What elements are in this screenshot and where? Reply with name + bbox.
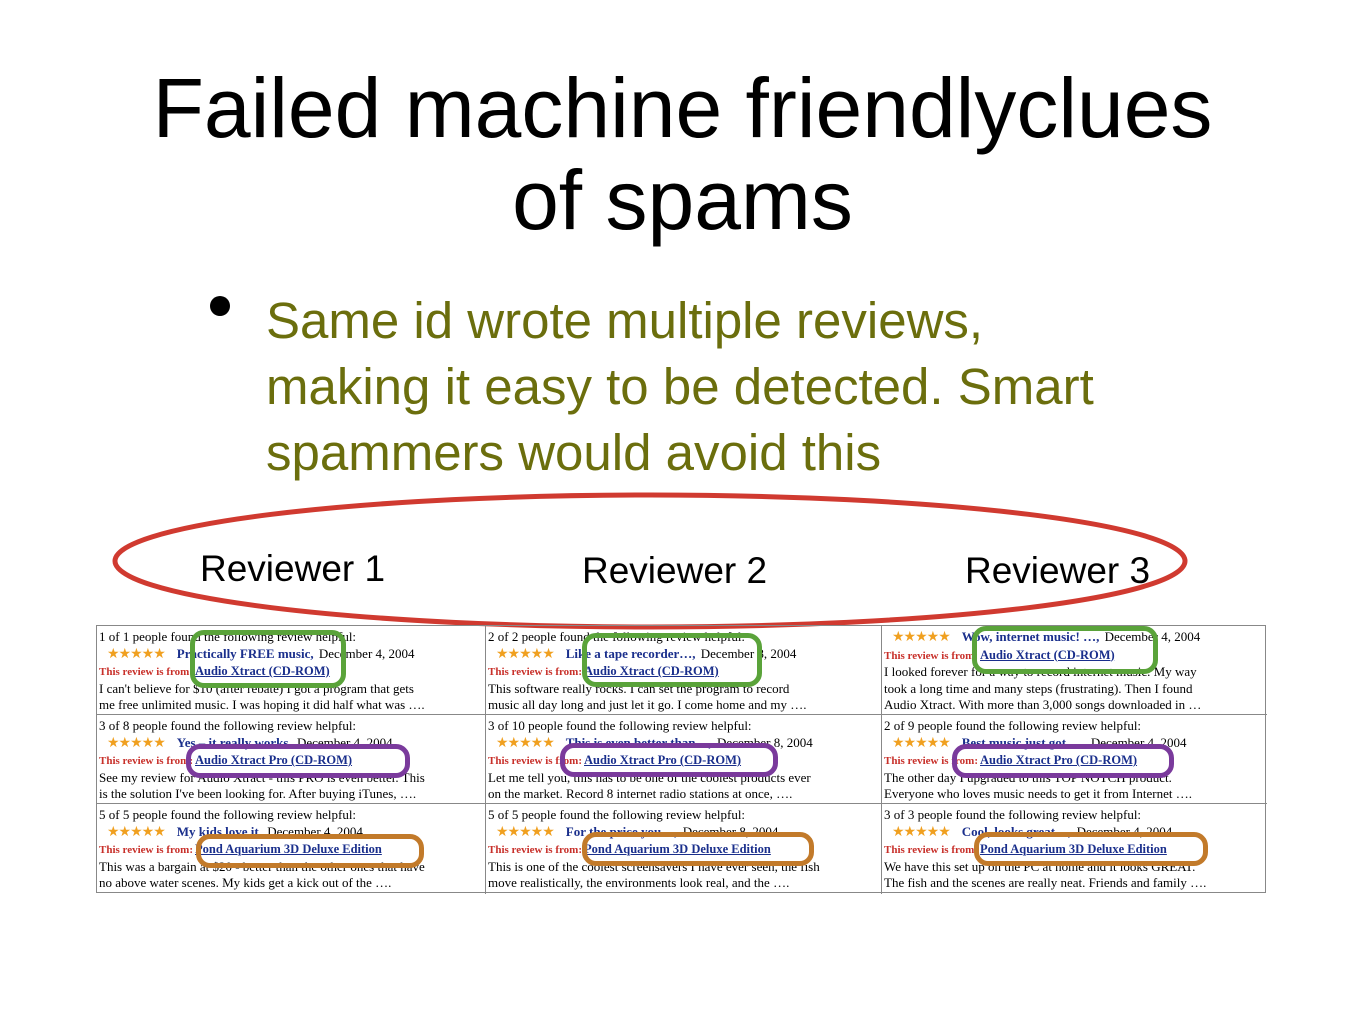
review-title-link[interactable]: Wow, internet music! …, [961, 629, 1100, 644]
review-from-label: This review is from: [884, 844, 978, 856]
review-body-line: I can't believe for $10 (after rebate) I… [99, 680, 414, 696]
review-helpful: 3 of 8 people found the following review… [99, 718, 357, 733]
review-date: December 4, 2004 [318, 645, 415, 661]
review-body-line: me free unlimited music. I was hoping it… [99, 697, 425, 712]
review-body-line: The other day I upgraded to this TOP NOT… [884, 769, 1172, 785]
product-link[interactable]: Audio Xtract Pro (CD-ROM) [195, 753, 353, 767]
product-link[interactable]: Pond Aquarium 3D Deluxe Edition [584, 842, 771, 856]
review-date: December 8, 2004 [717, 734, 813, 750]
review-cell-r1: 1 of 1 people found the following review… [97, 626, 486, 715]
review-body-line: The fish and the scenes are really neat.… [884, 875, 1207, 890]
product-link[interactable]: Audio Xtract Pro (CD-ROM) [584, 753, 742, 767]
review-cell-r3: ★★★★★ Wow, internet music! …, December 4,… [882, 626, 1267, 715]
review-title-link[interactable]: Practically FREE music, [176, 645, 314, 661]
review-from-label: This review is from: [884, 649, 978, 662]
star-rating-icon: ★★★★★ [892, 630, 951, 645]
star-rating-icon: ★★★★★ [496, 646, 555, 662]
bullet-line-2: making it easy to be detected. Smart [266, 358, 1094, 415]
slide-title-line-2: of spams [512, 153, 853, 247]
review-helpful: 3 of 10 people found the following revie… [488, 718, 752, 733]
review-body-line: We have this set up on the PC at home an… [884, 858, 1196, 874]
reviewer-3-label: Reviewer 3 [965, 550, 1151, 591]
review-title-link[interactable]: Best music just got …, [961, 734, 1086, 750]
review-cell-r4: 3 of 8 people found the following review… [97, 715, 486, 804]
star-rating-icon: ★★★★★ [892, 735, 951, 751]
review-date: December 8, 2004 [700, 645, 797, 661]
star-rating-icon: ★★★★★ [107, 646, 166, 662]
review-date: December 8, 2004 [682, 823, 779, 839]
review-helpful: 5 of 5 people found the following review… [99, 807, 357, 822]
review-from-label: This review is from: [99, 666, 193, 678]
bullet-line-1: Same id wrote multiple reviews, [266, 292, 984, 349]
star-rating-icon: ★★★★★ [496, 824, 555, 840]
slide-title: Failed machine friendlyclues of spams [0, 62, 1365, 246]
review-body-line: on the market. Record 8 internet radio s… [488, 786, 793, 801]
review-helpful: 2 of 9 people found the following review… [884, 718, 1142, 733]
review-body-line: music all day long and just let it go. I… [488, 697, 807, 712]
review-title-link[interactable]: Yes – it really works, [176, 734, 292, 750]
review-title-link[interactable]: For the price you…, [565, 823, 678, 839]
review-date: December 4, 2004 [1104, 629, 1201, 644]
review-cell-r9: 3 of 3 people found the following review… [882, 804, 1267, 894]
review-date: December 4, 2004 [1090, 734, 1187, 750]
review-from-label: This review is from: [488, 755, 582, 767]
review-from-label: This review is from: [884, 755, 978, 767]
review-helpful: 3 of 3 people found the following review… [884, 807, 1142, 822]
review-cell-r2: 2 of 2 people found the following review… [486, 626, 882, 715]
product-link[interactable]: Audio Xtract (CD-ROM) [195, 664, 330, 678]
reviewer-1-label: Reviewer 1 [200, 548, 386, 589]
review-body-line: took a long time and many steps (frustra… [884, 680, 1193, 696]
star-rating-icon: ★★★★★ [107, 824, 166, 840]
review-date: December 4, 2004 [296, 734, 393, 750]
review-date: December 4, 2004 [267, 823, 363, 839]
reviews-grid: 1 of 1 people found the following review… [96, 625, 1267, 894]
review-cell-r6: 2 of 9 people found the following review… [882, 715, 1267, 804]
reviewer-2-label: Reviewer 2 [582, 550, 768, 591]
star-rating-icon: ★★★★★ [107, 735, 166, 751]
bullet-dot-icon [210, 296, 230, 316]
review-body-line: Everyone who loves music needs to get it… [884, 786, 1192, 801]
review-body-line: I looked forever for a way to record int… [884, 664, 1197, 679]
review-body-line: This software really rocks. I can set th… [488, 680, 790, 696]
review-title-link[interactable]: My kids love it, [176, 823, 262, 839]
product-link[interactable]: Pond Aquarium 3D Deluxe Edition [195, 842, 382, 856]
star-rating-icon: ★★★★★ [892, 824, 951, 840]
review-from-label: This review is from: [99, 844, 193, 856]
review-cell-r8: 5 of 5 people found the following review… [486, 804, 882, 894]
review-title-link[interactable]: This is even better than…, [565, 734, 712, 750]
reviewers-ellipse-shape [112, 492, 1188, 630]
review-body-line: Audio Xtract. With more than 3,000 songs… [884, 697, 1202, 712]
star-rating-icon: ★★★★★ [496, 735, 555, 751]
review-from-label: This review is from: [488, 666, 582, 678]
review-from-label: This review is from: [488, 844, 582, 856]
review-cell-r7: 5 of 5 people found the following review… [97, 804, 486, 894]
review-title-link[interactable]: Like a tape recorder…, [565, 645, 696, 661]
bullet-line-3: spammers would avoid this [266, 424, 882, 481]
product-link[interactable]: Audio Xtract Pro (CD-ROM) [980, 753, 1138, 767]
review-body-line: is the solution I've been looking for. A… [99, 786, 417, 801]
review-title-link[interactable]: Cool, looks great…, [961, 823, 1072, 839]
product-link[interactable]: Audio Xtract (CD-ROM) [584, 664, 719, 678]
review-cell-r5: 3 of 10 people found the following revie… [486, 715, 882, 804]
product-link[interactable]: Pond Aquarium 3D Deluxe Edition [980, 842, 1167, 856]
review-helpful: 1 of 1 people found the following review… [99, 629, 357, 644]
review-body-line: See my review for Audio Xtract - this PR… [99, 769, 425, 785]
review-date: December 4, 2004 [1076, 823, 1173, 839]
slide-title-line-1: Failed machine friendlyclues [152, 61, 1213, 155]
review-helpful: 2 of 2 people found the following review… [488, 629, 746, 644]
review-body-line: This is one of the coolest screensavers … [488, 858, 820, 874]
review-body-line: Let me tell you, this has to be one of t… [488, 769, 811, 785]
review-helpful: 5 of 5 people found the following review… [488, 807, 746, 822]
review-body-line: This was a bargain at $20 - better than … [99, 858, 425, 874]
review-body-line: no above water scenes. My kids get a kic… [99, 875, 392, 890]
product-link[interactable]: Audio Xtract (CD-ROM) [980, 647, 1115, 662]
review-body-line: move realistically, the environments loo… [488, 875, 790, 890]
bullet-text: Same id wrote multiple reviews, making i… [266, 288, 1216, 486]
review-from-label: This review is from: [99, 755, 193, 767]
